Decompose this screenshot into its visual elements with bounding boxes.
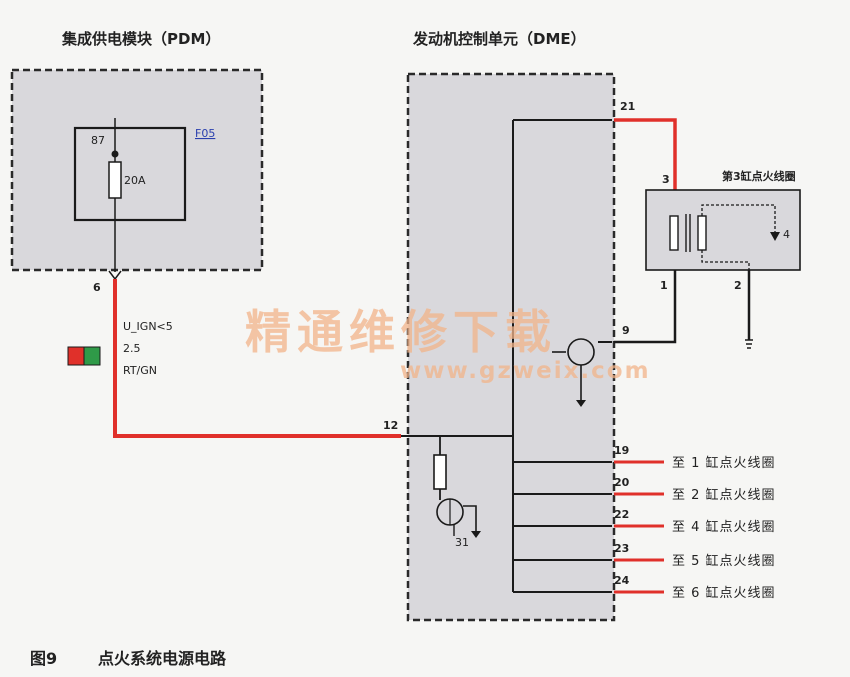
fuse-rating: 20A	[124, 174, 146, 187]
dest-coil-1: 至 1 缸点火线圈	[672, 455, 776, 471]
fuse-20a-symbol	[108, 161, 122, 199]
pdm-pin-6: 6	[93, 281, 101, 294]
coil-box	[645, 189, 801, 271]
fuse-pin-label: 87	[91, 134, 105, 147]
coil-pin-2: 2	[734, 279, 742, 292]
coil-pin-3: 3	[662, 173, 670, 186]
dme-pin-20: 20	[614, 476, 630, 489]
dme-pin-23: 23	[614, 542, 629, 555]
coil-output-wires: 至 1 缸点火线圈 至 2 缸点火线圈 至 4 缸点火线圈 至 5 缸点火线圈 …	[614, 455, 776, 601]
coil-title: 第3缸点火线圈	[722, 169, 796, 183]
coil-wiring	[614, 118, 753, 349]
dme-internal-relay	[433, 454, 447, 490]
wire-size-label: 2.5	[123, 342, 141, 355]
dme-pin-9: 9	[622, 324, 630, 337]
dest-coil-2: 至 2 缸点火线圈	[672, 487, 776, 503]
dme-pins: 12 21 9 19 20 22 23 24	[383, 100, 635, 587]
caption-figure-number: 图9	[30, 649, 57, 668]
dme-pin-21: 21	[620, 100, 635, 113]
dest-coil-6: 至 6 缸点火线圈	[672, 585, 776, 601]
dme-title: 发动机控制单元（DME）	[412, 30, 586, 48]
dest-coil-4: 至 4 缸点火线圈	[672, 519, 776, 535]
pdm-fuse-frame	[73, 126, 187, 222]
figure-caption: 图9 点火系统电源电路	[30, 649, 227, 668]
dme-module: 发动机控制单元（DME） 31	[401, 30, 616, 622]
dme-pin-24: 24	[614, 574, 630, 587]
dest-coil-5: 至 5 缸点火线圈	[672, 553, 776, 569]
watermark-url: www.gzweix.com	[400, 358, 651, 384]
coil-primary-winding	[669, 215, 679, 251]
dme-ground-31: 31	[455, 536, 469, 549]
pdm-module: 集成供电模块（PDM） F05 87 20A 6	[10, 30, 264, 294]
dme-pin-19: 19	[614, 444, 629, 457]
watermark: 精通维修下载 www.gzweix.com	[245, 305, 651, 384]
wire-color-swatch-red	[67, 346, 85, 366]
watermark-text: 精通维修下载	[245, 305, 557, 359]
coil-pin-4: 4	[783, 228, 790, 241]
wire-signal-label: U_IGN<5	[123, 320, 173, 333]
wire-u-ign: U_IGN<5 2.5 RT/GN	[67, 279, 401, 438]
dme-box	[406, 72, 616, 622]
dme-pin-22: 22	[614, 508, 629, 521]
coil-secondary-winding	[697, 215, 707, 251]
ignition-coil-3: 第3缸点火线圈 3 1 2 4	[645, 169, 801, 292]
dme-pin-12: 12	[383, 419, 398, 432]
caption-title: 点火系统电源电路	[98, 649, 227, 668]
fuse-link-f05[interactable]: F05	[195, 127, 215, 140]
wire-color-code: RT/GN	[123, 364, 157, 377]
pdm-title: 集成供电模块（PDM）	[61, 30, 220, 48]
coil-pin-1: 1	[660, 279, 668, 292]
wire-color-swatch-green	[83, 346, 101, 366]
